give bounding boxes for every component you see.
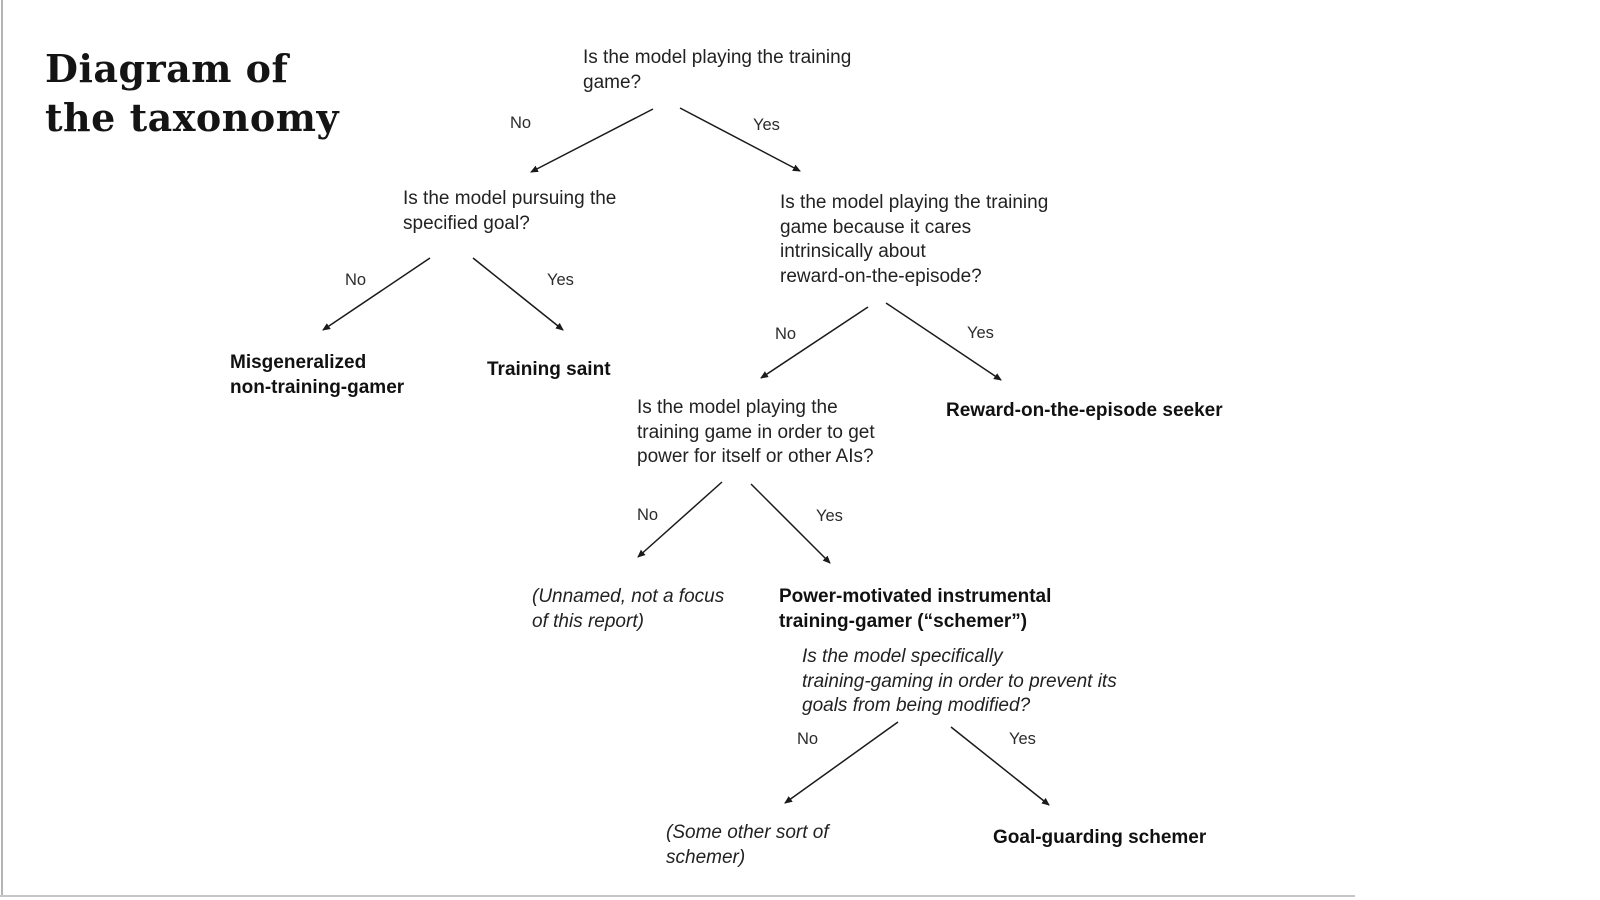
node-root-question: Is the model playing the training game? — [583, 47, 852, 93]
edge-label-power-yes: Yes — [816, 507, 843, 525]
edge-label-pursuing-no: No — [345, 271, 367, 289]
node-power-motivated-schemer: Power-motivated instrumental training-ga… — [779, 586, 1052, 632]
edge-intrinsic-yes-arrow — [885, 302, 1002, 381]
node-power-question: Is the model playing the training game i… — [637, 397, 875, 467]
node-intrinsic-question: Is the model playing the training game b… — [780, 192, 1049, 287]
node-reward-on-the-episode-seeker: Reward-on-the-episode seeker — [946, 400, 1223, 421]
node-pursuing-question: Is the model pursuing the specified goal… — [403, 188, 617, 234]
edge-intrinsic-no-arrow — [760, 306, 869, 379]
edge-label-pursuing-yes: Yes — [547, 271, 574, 289]
node-training-saint: Training saint — [487, 359, 611, 380]
edge-label-root-no: No — [510, 114, 532, 132]
node-other-schemer: (Some other sort of schemer) — [666, 822, 829, 868]
edge-power-no-arrow — [637, 481, 723, 558]
edge-label-root-yes: Yes — [753, 116, 780, 134]
page-title: Diagram of the taxonomy — [45, 46, 340, 140]
node-misgeneralized-non-training-gamer: Misgeneralized non-training-gamer — [230, 352, 405, 398]
edge-pursuing-yes-arrow — [472, 257, 564, 331]
slide-bottom-border — [0, 895, 1355, 897]
edge-goal-no-arrow — [784, 721, 899, 804]
edge-label-goal-yes: Yes — [1009, 730, 1036, 748]
edge-label-intrinsic-yes: Yes — [967, 324, 994, 342]
edge-root-yes-arrow — [679, 107, 801, 172]
node-goal-question: Is the model specifically training-gamin… — [802, 646, 1117, 716]
edge-power-yes-arrow — [750, 483, 831, 564]
slide-left-border — [1, 0, 3, 897]
edge-label-intrinsic-no: No — [775, 325, 797, 343]
edge-label-power-no: No — [637, 506, 659, 524]
edge-goal-yes-arrow — [950, 726, 1050, 806]
edge-root-no-arrow — [530, 108, 654, 173]
node-unnamed-outcome: (Unnamed, not a focus of this report) — [532, 586, 725, 632]
node-goal-guarding-schemer: Goal-guarding schemer — [993, 827, 1207, 848]
edge-pursuing-no-arrow — [322, 257, 431, 331]
edge-label-goal-no: No — [797, 730, 819, 748]
